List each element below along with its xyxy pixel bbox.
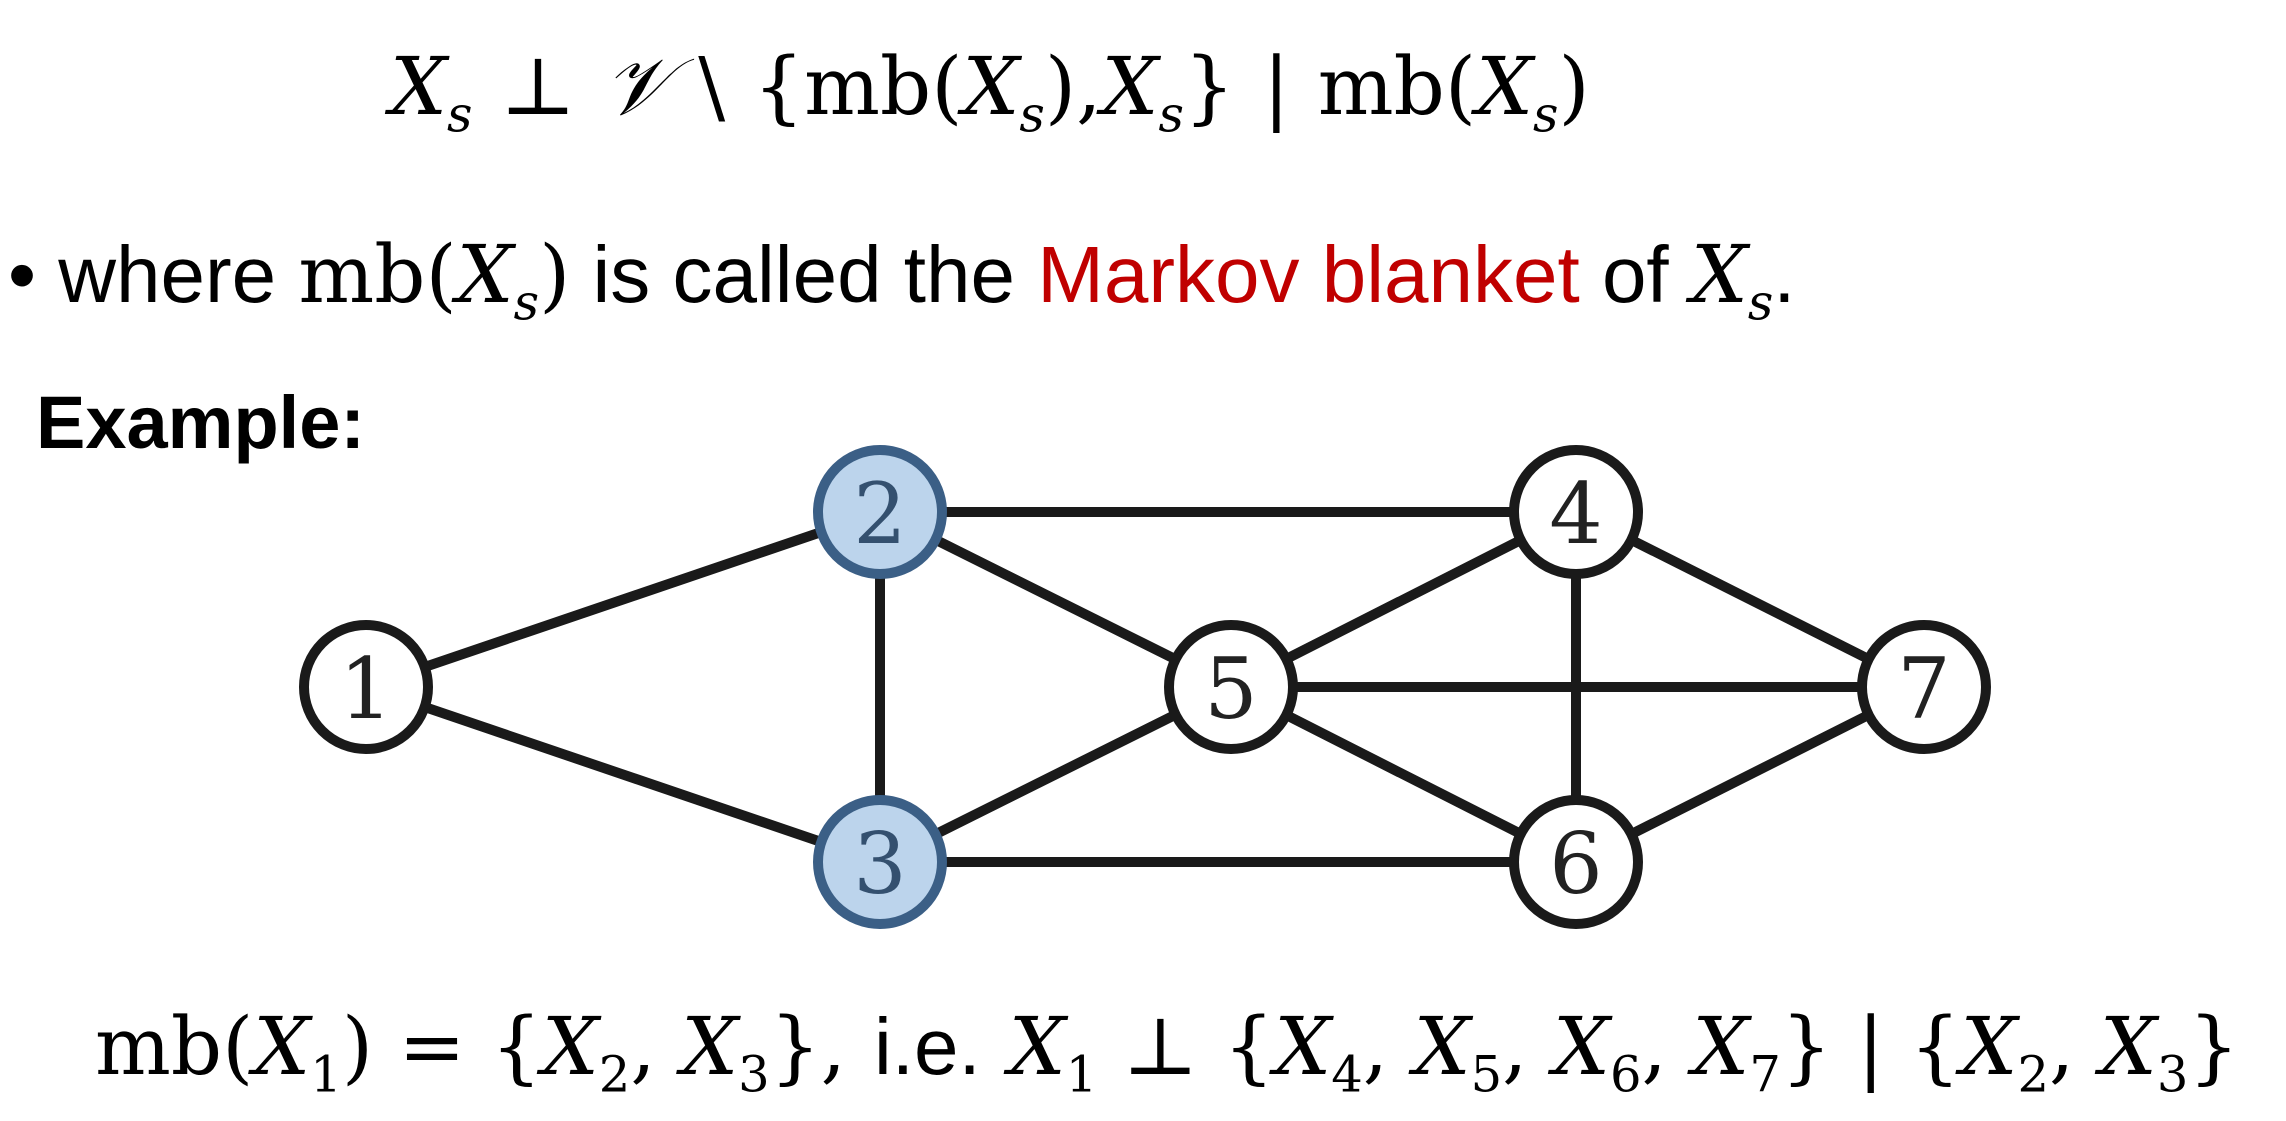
conditioning-bar: | (1262, 40, 1290, 133)
node-circle (299, 620, 433, 754)
node-label: 4 (1549, 465, 1602, 563)
subscript-s: s (1019, 85, 1045, 144)
set-open-brace: { (753, 40, 805, 133)
node-circle (1164, 620, 1298, 754)
subscript: 3 (738, 1045, 770, 1104)
var-x: X (1413, 1000, 1471, 1093)
var-x: X (1101, 40, 1159, 133)
graph-edges (364, 507, 1927, 867)
equals-sign: = (398, 1000, 466, 1093)
text-where: where (58, 230, 277, 319)
mb-function: mb (804, 40, 932, 133)
subscript: 2 (2017, 1045, 2050, 1104)
node-circle (1509, 445, 1643, 579)
graph-nodes: 1 2 3 4 5 6 7 (299, 445, 1991, 929)
subscript-s: s (1533, 85, 1559, 144)
subscript-s: s (1747, 273, 1774, 332)
independence-formula: Xs⊥𝒱\{mb(Xs),Xs}|mb(Xs) (390, 40, 1590, 144)
node-4: 4 (1509, 445, 1643, 579)
subscript-1: 1 (1065, 1045, 1098, 1104)
var-expression: Xs (1690, 228, 1773, 331)
node-circle (813, 445, 947, 579)
subscript: 2 (598, 1045, 631, 1104)
mb-function: mb (298, 228, 426, 321)
text-of: of (1601, 230, 1669, 319)
edge-1-3 (364, 682, 882, 867)
node-label: 5 (1204, 640, 1257, 738)
node-circle (813, 795, 947, 929)
mb-expression: mb(Xs) (298, 228, 571, 332)
subscript-1: 1 (310, 1045, 342, 1104)
markov-blanket-term: Markov blanket (1037, 230, 1580, 319)
subscript: 4 (1331, 1045, 1363, 1104)
node-circle (1857, 620, 1991, 754)
setminus-symbol: \ (698, 40, 726, 133)
text-called: is called the (592, 230, 1015, 319)
var-x: X (681, 1000, 739, 1093)
var-x: X (1692, 1000, 1750, 1093)
node-5: 5 (1164, 620, 1298, 754)
mb-function: mb (1317, 40, 1445, 133)
var-x: X (1960, 1000, 2018, 1093)
mb-function: mb (95, 1000, 223, 1093)
vertex-set-symbol: 𝒱 (603, 40, 671, 133)
var-x: X (1274, 1000, 1332, 1093)
example-heading: Example: (36, 381, 366, 464)
var-x: X (962, 40, 1020, 133)
independence-symbol: ⊥ (500, 40, 576, 133)
node-label: 2 (853, 465, 906, 563)
var-x: X (1690, 228, 1748, 321)
node-label: 7 (1897, 640, 1950, 738)
independence-symbol: ⊥ (1122, 1000, 1198, 1093)
var-x: X (1553, 1000, 1610, 1093)
period: . (1773, 230, 1796, 319)
subscript: 6 (1609, 1045, 1642, 1104)
node-label: 6 (1549, 815, 1602, 913)
var-x: X (1476, 40, 1534, 133)
node-6: 6 (1509, 795, 1643, 929)
var-x: X (456, 228, 514, 321)
node-1: 1 (299, 620, 433, 754)
subscript: 3 (2156, 1045, 2189, 1104)
subscript: 7 (1749, 1045, 1781, 1104)
subscript-s: s (446, 85, 473, 144)
subscript-s: s (1158, 85, 1184, 144)
var-x: X (253, 1000, 311, 1093)
node-3: 3 (813, 795, 947, 929)
var-x: X (2099, 1000, 2157, 1093)
var-x: X (390, 40, 447, 133)
ie-text: i.e. (874, 1002, 981, 1091)
edge-1-2 (364, 507, 882, 692)
bullet-marker: • (8, 230, 37, 319)
node-label: 3 (853, 815, 906, 913)
example-formula: mb(X1) = {X2, X3},i.e.X1 ⊥ {X4, X5, X6, … (95, 1000, 2240, 1104)
set-close-brace: } (1183, 40, 1235, 133)
conditioning-bar: | (1857, 1000, 1885, 1093)
var-x: X (1008, 1000, 1066, 1093)
comma: , (1076, 40, 1102, 133)
bullet-item: • where mb(Xs) is called the Markov blan… (8, 228, 1796, 331)
node-circle (1509, 795, 1643, 929)
var-x: X (541, 1000, 599, 1093)
node-2: 2 (813, 445, 947, 579)
subscript: 5 (1470, 1045, 1503, 1104)
node-7: 7 (1857, 620, 1991, 754)
subscript-s: s (513, 273, 540, 332)
node-label: 1 (339, 640, 392, 738)
